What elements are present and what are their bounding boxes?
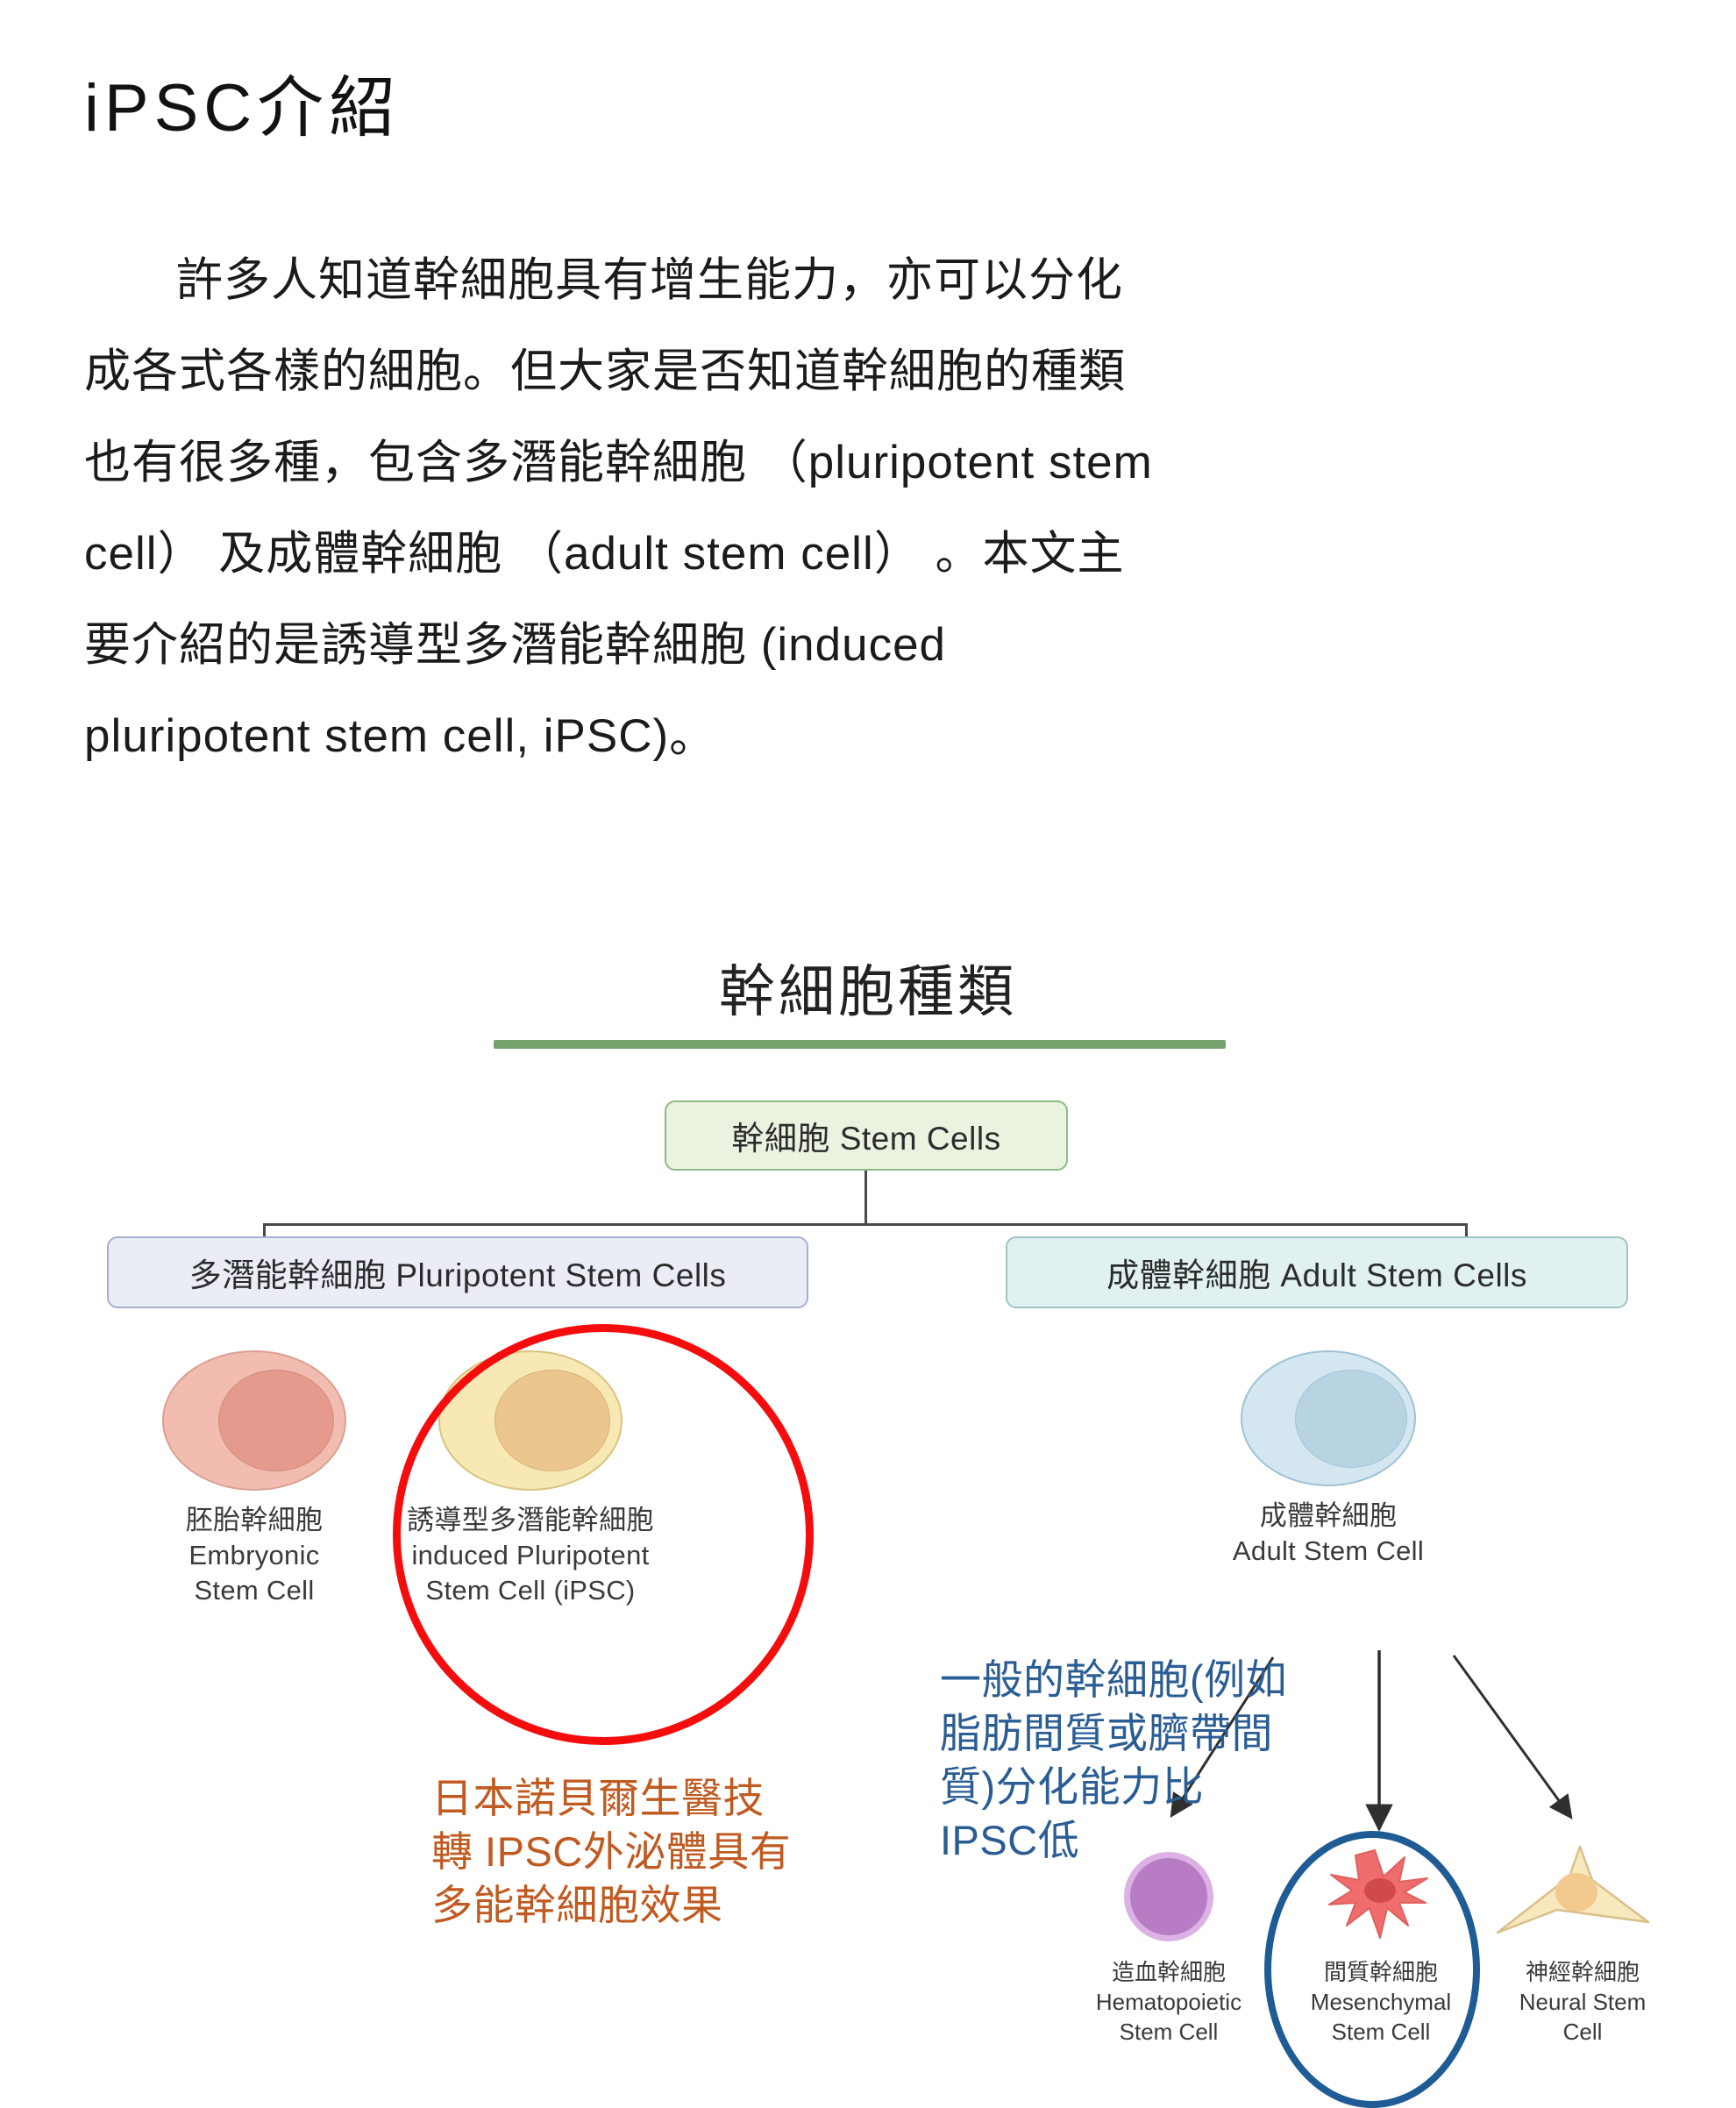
neural-triangular-cell-shape bbox=[1496, 1845, 1650, 1934]
hematopoietic-cell-icon bbox=[1059, 1841, 1278, 1957]
red-highlight-circle-ipsc bbox=[393, 1324, 814, 1745]
hematopoietic-round-cell-shape bbox=[1124, 1852, 1213, 1941]
cell-adult-stem-cell: 成體幹細胞 Adult Stem Cell bbox=[1188, 1350, 1469, 1569]
connector-horizontal-bar bbox=[263, 1223, 1468, 1226]
nucleus-icon bbox=[1295, 1370, 1407, 1468]
diagram-title: 幹細胞種類 bbox=[719, 960, 1017, 1023]
annotation-blue-adult-stem-cell: 一般的幹細胞(例如脂肪間質或臍帶間質)分化能力比IPSC低 bbox=[940, 1656, 1288, 1863]
neural-cell-icon bbox=[1482, 1841, 1683, 1957]
connector-root-stem bbox=[864, 1171, 867, 1225]
node-adult-stem-cells: 成體幹細胞 Adult Stem Cells bbox=[1006, 1236, 1628, 1308]
adult-cell-icon bbox=[1241, 1350, 1416, 1486]
node-stem-cells: 幹細胞 Stem Cells bbox=[665, 1100, 1068, 1171]
stem-cell-types-diagram: 幹細胞種類 幹細胞 Stem Cells 多潛能幹細胞 Pluripotent … bbox=[0, 894, 1736, 2108]
cell-caption-neural: 神經幹細胞 Neural Stem Cell bbox=[1519, 1959, 1647, 2045]
connector-right-drop bbox=[1465, 1223, 1468, 1238]
page-title: iPSC介紹 bbox=[84, 70, 402, 146]
connector-left-drop bbox=[263, 1223, 266, 1238]
cell-neural-stem-cell: 神經幹細胞 Neural Stem Cell bbox=[1482, 1841, 1683, 2047]
nucleus-icon bbox=[218, 1370, 334, 1471]
cell-hematopoietic-stem-cell: 造血幹細胞 Hematopoietic Stem Cell bbox=[1059, 1841, 1278, 2047]
cell-embryonic-stem-cell: 胚胎幹細胞 Embryonic Stem Cell bbox=[123, 1350, 386, 1608]
blue-highlight-ellipse-mesenchymal bbox=[1264, 1831, 1480, 2108]
article-paragraph: 許多人知道幹細胞具有增生能力，亦可以分化成各式各樣的細胞。但大家是否知道幹細胞的… bbox=[84, 254, 1153, 762]
node-pluripotent-stem-cells: 多潛能幹細胞 Pluripotent Stem Cells bbox=[107, 1236, 808, 1308]
diagram-title-underline bbox=[494, 1040, 1226, 1049]
cell-caption-hematopoietic: 造血幹細胞 Hematopoietic Stem Cell bbox=[1095, 1959, 1242, 2045]
cell-caption-adult: 成體幹細胞 Adult Stem Cell bbox=[1232, 1500, 1425, 1566]
annotation-orange-ipsc-exosome: 日本諾貝爾生醫技轉 IPSC外泌體具有多能幹細胞效果 bbox=[431, 1775, 792, 1928]
cell-caption-embryonic: 胚胎幹細胞 Embryonic Stem Cell bbox=[185, 1505, 324, 1606]
embryonic-cell-icon bbox=[162, 1350, 346, 1491]
